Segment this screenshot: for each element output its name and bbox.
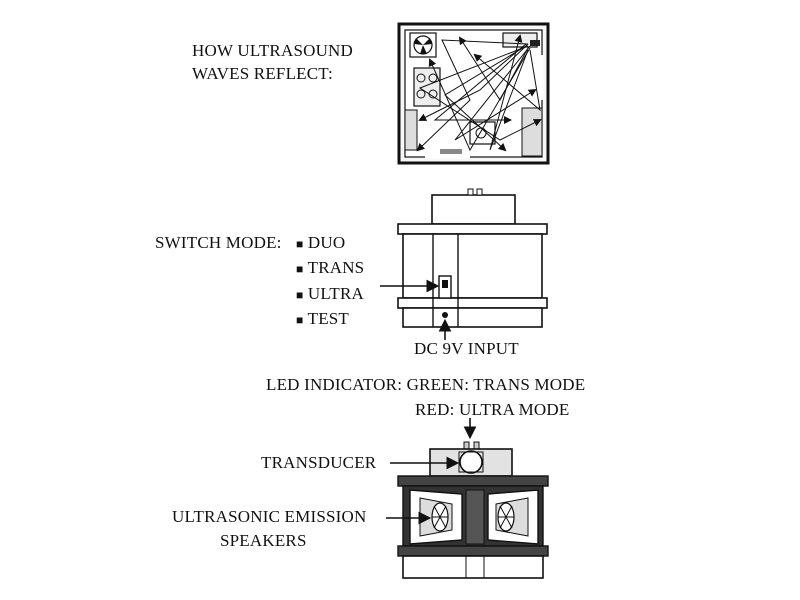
counter-right	[521, 107, 543, 157]
transducer-label: TRANSDUCER	[261, 453, 377, 472]
switch-option-label: DUO	[307, 233, 346, 252]
device-base	[402, 307, 543, 328]
bullet-icon: ■	[296, 262, 304, 276]
dc-jack-icon	[442, 312, 448, 318]
switch-option-ultra: ■ ULTRA	[296, 284, 364, 304]
device-front-view	[397, 188, 548, 328]
switch-option-trans: ■ TRANS	[296, 258, 364, 278]
fan-icon	[409, 32, 437, 58]
device-top-block	[431, 194, 516, 225]
speakers-label-line1: ULTRASONIC EMISSION	[172, 507, 367, 526]
device-speaker-view	[397, 418, 549, 579]
left-speaker-icon	[409, 489, 463, 545]
speakers-label-line2: SPEAKERS	[220, 531, 307, 550]
device-body	[402, 233, 543, 299]
sink-icon	[469, 121, 496, 145]
switch-option-label: TRANS	[307, 258, 365, 277]
bullet-icon: ■	[296, 313, 304, 327]
device-mid-flange	[397, 297, 548, 309]
bullet-icon: ■	[296, 288, 304, 302]
room-title-line1: HOW ULTRASOUND	[192, 41, 354, 60]
transducer-icon	[459, 450, 483, 474]
stove-icon	[413, 67, 441, 107]
led-indicator	[463, 441, 470, 450]
switch-mode-label: SWITCH MODE:	[155, 233, 282, 252]
led-indicator-line1: LED INDICATOR: GREEN: TRANS MODE	[266, 375, 586, 394]
speaker-base	[402, 555, 544, 579]
bullet-icon: ■	[296, 237, 304, 251]
switch-option-label: ULTRA	[307, 284, 365, 303]
device-top-flange	[397, 223, 548, 235]
switch-option-duo: ■ DUO	[296, 233, 345, 253]
led-indicator-line2: RED: ULTRA MODE	[415, 400, 570, 419]
room-title-line2: WAVES REFLECT:	[192, 64, 333, 83]
reflection-rays	[416, 34, 542, 152]
switch-option-test: ■ TEST	[296, 309, 349, 329]
dc-input-label: DC 9V INPUT	[414, 339, 519, 358]
switch-option-label: TEST	[307, 309, 350, 328]
right-speaker-icon	[487, 489, 539, 545]
room-floor-plan	[397, 22, 550, 165]
counter-left	[404, 109, 418, 151]
